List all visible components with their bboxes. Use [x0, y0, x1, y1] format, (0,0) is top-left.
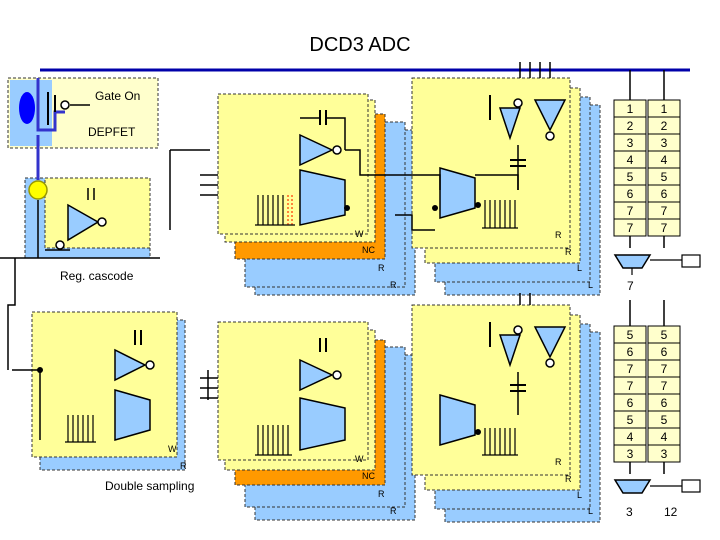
- column_a_bottom-value: 5: [627, 413, 634, 427]
- column_b_bottom-value: 4: [661, 430, 668, 444]
- stage-bottom-middle: W NC R R: [200, 321, 416, 521]
- cell-label-w: W: [168, 444, 177, 454]
- column_b_top-value: 4: [661, 153, 668, 167]
- cell-label-r: R: [390, 280, 397, 290]
- reg-cascode-block: [44, 177, 151, 249]
- column_b_top-value: 3: [661, 136, 668, 150]
- output-columns-top: 1 2 3 4 5 6 7 7 1 2 3 4 5 6 7 7: [613, 70, 681, 248]
- column_a_bottom-value: 7: [627, 379, 634, 393]
- input-node-yellow: [28, 180, 48, 200]
- column_a_bottom-value: 3: [627, 447, 634, 461]
- column_a_top-value: 1: [627, 102, 634, 116]
- column_a_top-value: 2: [627, 119, 634, 133]
- stage-top-right: R R L L: [411, 77, 601, 296]
- mux-bottom: [613, 479, 652, 494]
- cell-label-w: W: [355, 454, 364, 464]
- column_b_bottom-value: 7: [661, 362, 668, 376]
- column_b_top-value: 6: [661, 187, 668, 201]
- column_b_top-value: 2: [661, 119, 668, 133]
- column_b_top-value: 5: [661, 170, 668, 184]
- column_a_bottom-value: 7: [627, 362, 634, 376]
- column_a_top-value: 4: [627, 153, 634, 167]
- cell-label-r: R: [565, 247, 572, 257]
- cell-label-l: L: [577, 490, 582, 500]
- mux-bottom-output-b: 12: [664, 505, 678, 519]
- cell-label-l: L: [588, 280, 593, 290]
- depfet-blue-ellipse: [19, 92, 35, 124]
- column_b_bottom-value: 6: [661, 345, 668, 359]
- column_a_bottom-value: 6: [627, 345, 634, 359]
- stage-bottom-right: R R L L: [411, 293, 601, 523]
- cell-label-r: R: [390, 506, 397, 516]
- cell-label-nc: NC: [362, 471, 375, 481]
- column_b_top-value: 7: [661, 221, 668, 235]
- output-columns-bottom: 5 6 7 7 6 5 4 3 5 6 7 7 6 5 4 3: [613, 300, 681, 474]
- cell-label-r: R: [555, 230, 562, 240]
- depfet-gate-wire: [36, 78, 65, 132]
- column_a_bottom-value: 6: [627, 396, 634, 410]
- label-reg-cascode: Reg. cascode: [60, 269, 134, 283]
- cell-label-r: R: [378, 263, 385, 273]
- column_b_bottom-value: 5: [661, 328, 668, 342]
- mux-bottom-register: [681, 479, 701, 493]
- column_b_top-value: 7: [661, 204, 668, 218]
- cell-label-l: L: [577, 263, 582, 273]
- cell-label-l: L: [588, 506, 593, 516]
- column_a_top-value: 3: [627, 136, 634, 150]
- cell-label-r: R: [180, 461, 187, 471]
- column_b_bottom-value: 5: [661, 413, 668, 427]
- column_a_top-value: 7: [627, 221, 634, 235]
- stage-top-left: W NC R R: [217, 93, 416, 296]
- page-title: DCD3 ADC: [309, 34, 411, 56]
- cell-label-nc: NC: [362, 245, 375, 255]
- column_b_bottom-value: 3: [661, 447, 668, 461]
- mux-bottom-output-a: 3: [626, 505, 633, 519]
- column_a_bottom-value: 4: [627, 430, 634, 444]
- column_a_top-value: 5: [627, 170, 634, 184]
- label-gate-on: Gate On: [95, 89, 140, 103]
- column_a_top-value: 6: [627, 187, 634, 201]
- reg-cascode-amp: [67, 203, 100, 242]
- cell-label-r: R: [378, 489, 385, 499]
- stage-bottom-left: W R: [12, 311, 187, 471]
- column_b_bottom-value: 7: [661, 379, 668, 393]
- cell-label-w: W: [355, 229, 364, 239]
- column_a_top-value: 7: [627, 204, 634, 218]
- column_b_bottom-value: 6: [661, 396, 668, 410]
- mux-top-output: 7: [627, 279, 634, 293]
- mux-top-register: [681, 254, 701, 268]
- label-double-sampling: Double sampling: [105, 479, 194, 493]
- column_a_bottom-value: 5: [627, 328, 634, 342]
- label-depfet: DEPFET: [88, 125, 136, 139]
- mux-top: [613, 254, 652, 269]
- cell-label-r: R: [565, 474, 572, 484]
- cell-label-r: R: [555, 457, 562, 467]
- column_b_top-value: 1: [661, 102, 668, 116]
